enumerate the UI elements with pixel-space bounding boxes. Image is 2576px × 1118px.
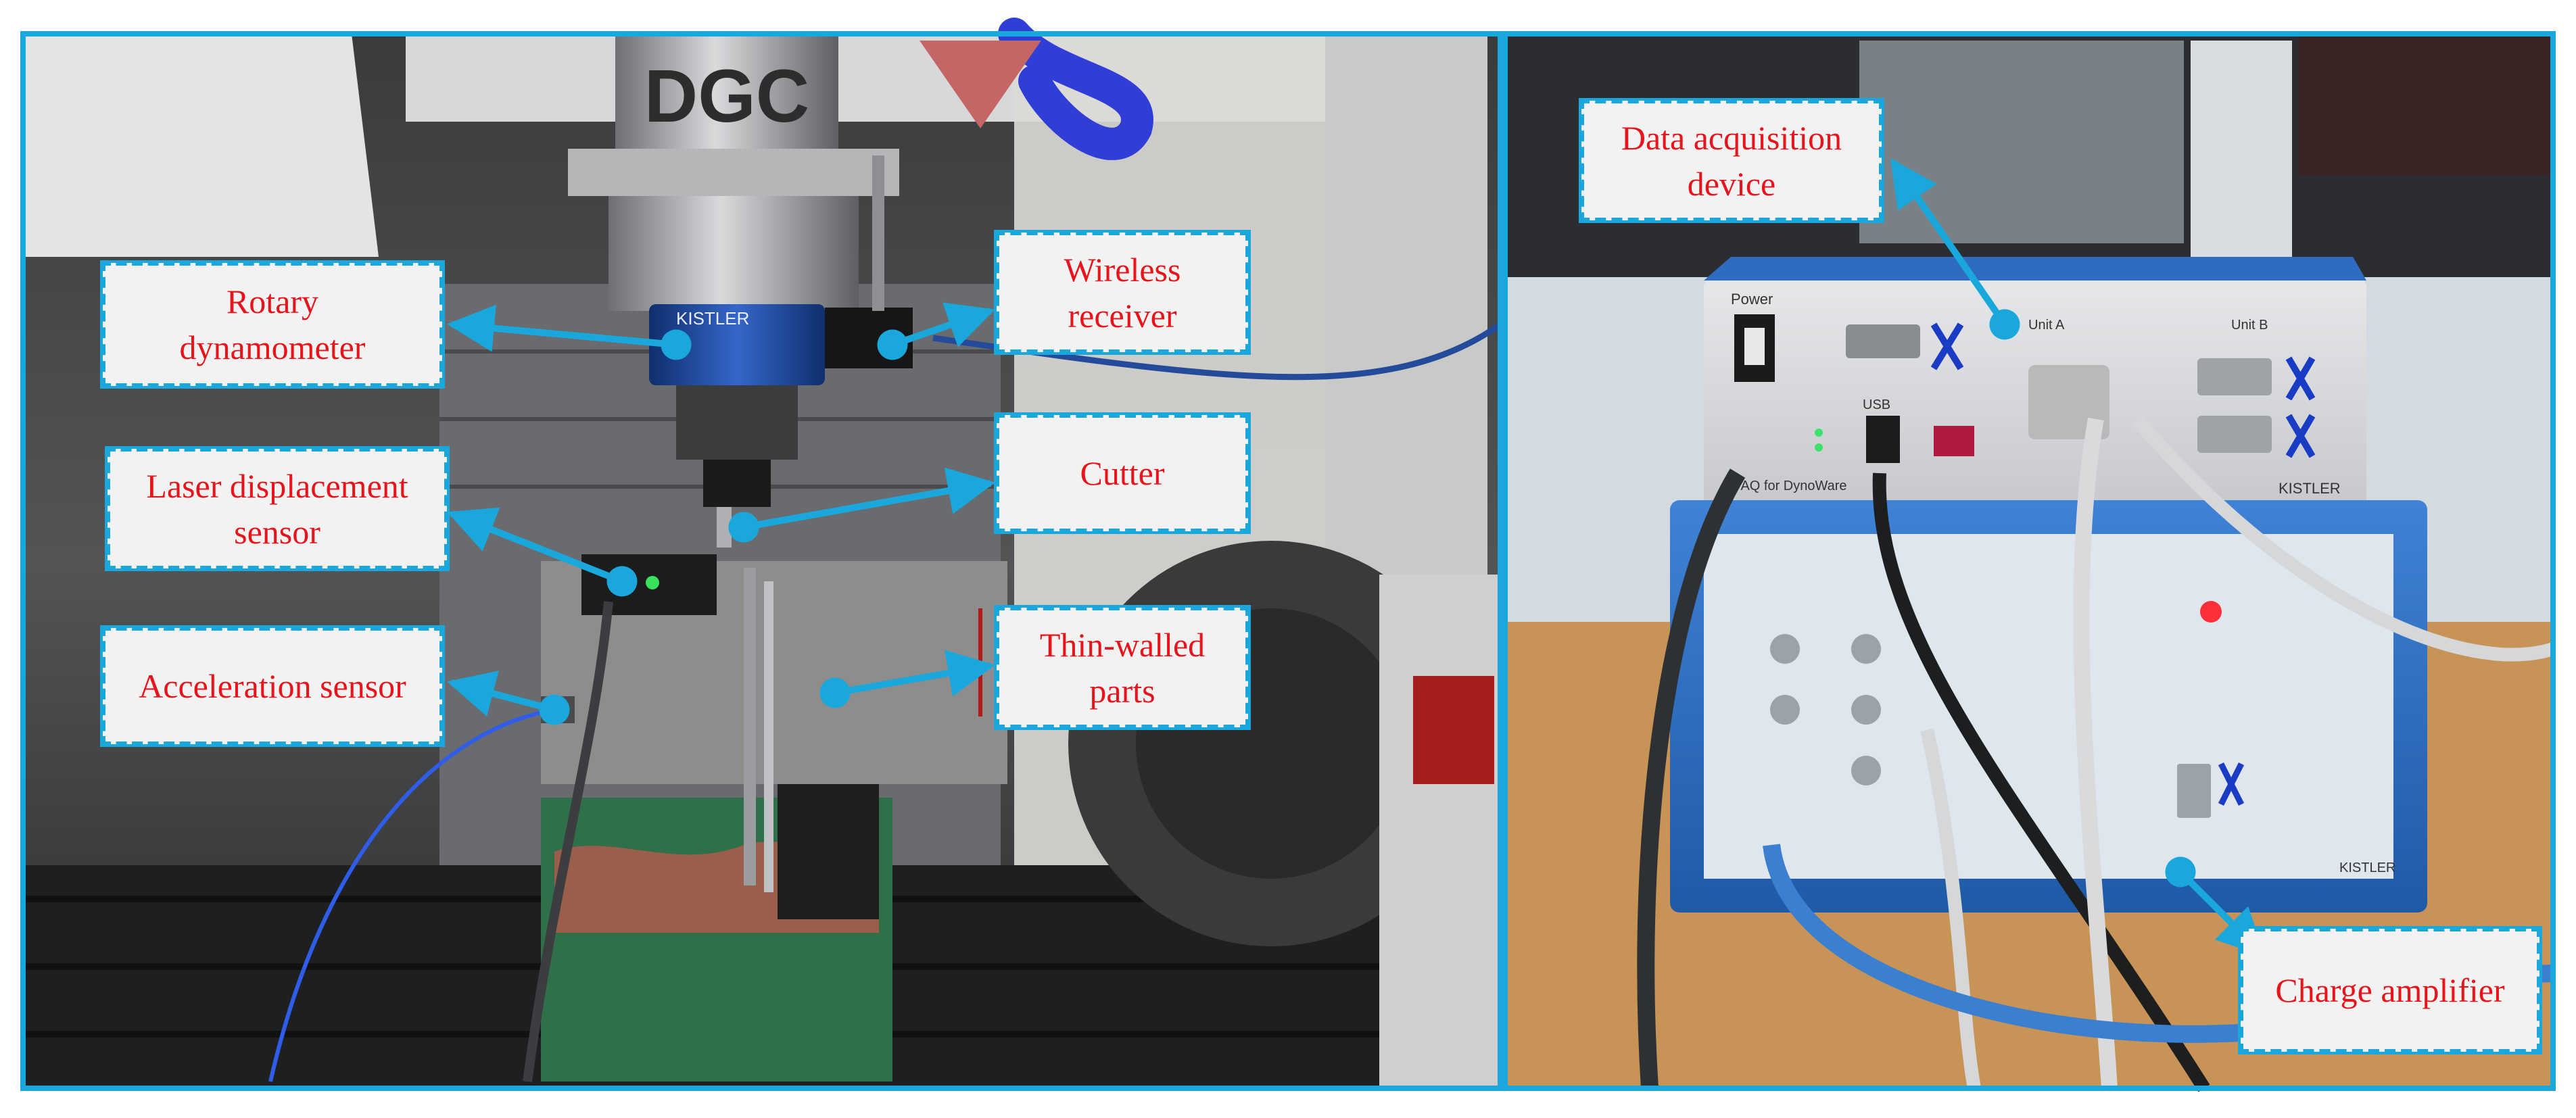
arrow-wireless-receiver <box>877 302 995 360</box>
label-laser-displacement-sensor-text: Laser displacement sensor <box>146 466 408 551</box>
label-charge-amplifier-text: Charge amplifier <box>2275 971 2505 1009</box>
label-data-acquisition-device-text: Data acquisition device <box>1621 118 1842 203</box>
daq-caption: DAQ for DynoWare <box>1731 479 1847 493</box>
arrow-acceleration-sensor <box>447 671 570 725</box>
arrow-laser-displacement-sensor <box>447 507 638 597</box>
arrow-thin-walled-parts <box>819 650 995 708</box>
label-rotary-dynamometer-text: Rotary dynamometer <box>179 283 366 366</box>
amplifier-brand: KISTLER <box>2339 860 2395 875</box>
label-acceleration-sensor: Acceleration sensor <box>100 625 445 747</box>
power-label: Power <box>1731 291 1773 308</box>
annotation-arrows <box>447 158 2265 956</box>
arrow-data-acquisition-device <box>1890 158 2020 340</box>
daq-brand: KISTLER <box>2279 480 2341 497</box>
dynamometer-brand: KISTLER <box>676 308 749 329</box>
left-photo: DGC KISTLER <box>23 18 1502 1088</box>
label-laser-displacement-sensor: Laser displacement sensor <box>105 446 450 571</box>
label-data-acquisition-device: Data acquisition device <box>1579 98 1884 223</box>
arrow-cutter <box>728 467 995 543</box>
label-thin-walled-parts: Thin-walled parts <box>994 605 1251 730</box>
label-charge-amplifier: Charge amplifier <box>2238 926 2542 1054</box>
usb-label: USB <box>1863 397 1890 412</box>
unit-a-label: Unit A <box>2028 318 2065 333</box>
spindle-brand: DGC <box>644 55 809 138</box>
label-cutter-text: Cutter <box>1080 454 1165 492</box>
label-acceleration-sensor-text: Acceleration sensor <box>139 667 406 705</box>
arrow-rotary-dynamometer <box>447 304 692 360</box>
unit-b-label: Unit B <box>2231 318 2268 333</box>
right-panel-frame <box>1502 31 2556 1091</box>
left-panel-frame <box>20 31 1503 1091</box>
label-cutter: Cutter <box>994 412 1251 534</box>
label-wireless-receiver: Wireless receiver <box>994 230 1251 355</box>
label-rotary-dynamometer: Rotary dynamometer <box>100 260 445 389</box>
label-thin-walled-parts-text: Thin-walled parts <box>1039 625 1206 710</box>
label-wireless-receiver-text: Wireless receiver <box>1064 250 1181 335</box>
